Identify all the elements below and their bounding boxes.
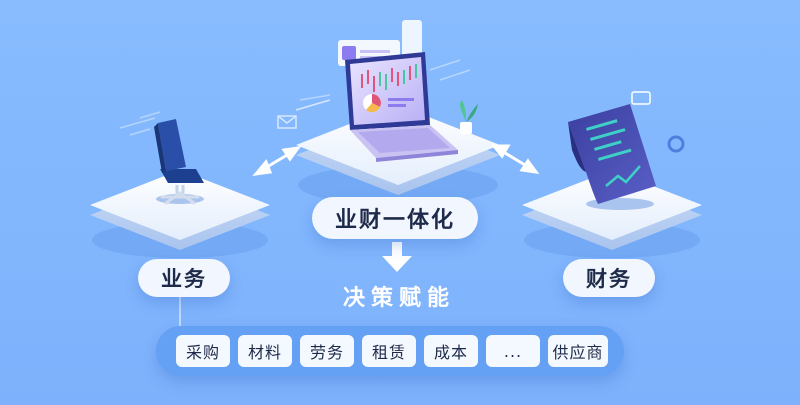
module-leasing: 租赁	[362, 335, 416, 367]
office-chair-icon	[154, 119, 204, 205]
laptop-dashboard-icon	[277, 20, 478, 162]
arrow-center-right	[490, 144, 540, 174]
arrow-left-center	[252, 146, 302, 177]
arrow-down	[382, 242, 412, 272]
finance-platform	[522, 170, 702, 258]
decision-empowerment-text: 决策赋能	[342, 286, 455, 311]
business-label: 业务	[138, 259, 230, 297]
document-report-icon	[568, 91, 685, 210]
module-labor: 劳务	[300, 335, 354, 367]
business-platform	[90, 170, 270, 258]
module-more: ...	[486, 335, 540, 367]
finance-label: 财务	[563, 259, 655, 297]
center-label: 业财一体化	[312, 197, 478, 239]
module-supplier: 供应商	[548, 335, 608, 367]
module-bar: 采购 材料 劳务 租赁 成本 ... 供应商	[156, 326, 624, 376]
decorative-lines	[119, 59, 471, 136]
module-cost: 成本	[424, 335, 478, 367]
module-materials: 材料	[238, 335, 292, 367]
module-procurement: 采购	[176, 335, 230, 367]
